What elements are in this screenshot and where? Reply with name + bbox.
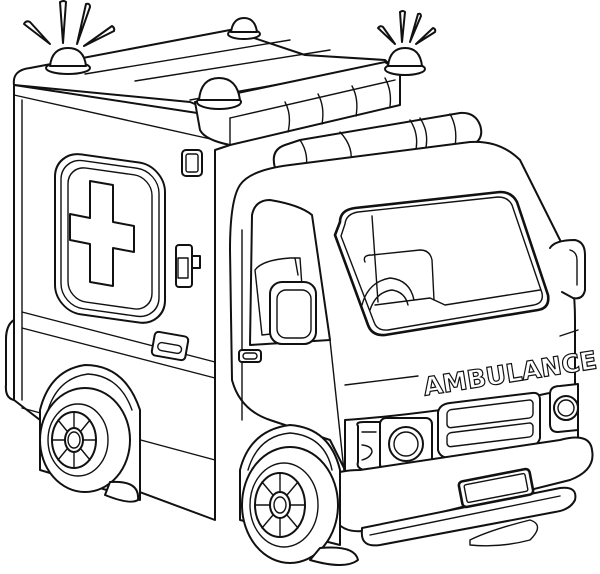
- beacon-front-right: [377, 10, 437, 76]
- beacon-front-left: [196, 77, 242, 110]
- beacon-rear-right: [227, 17, 261, 40]
- windshield: [333, 190, 550, 337]
- side-mirror-left: [269, 281, 317, 345]
- medical-cross-emblem: [54, 153, 166, 324]
- front-axle: [469, 519, 539, 547]
- cross-icon: [69, 180, 135, 287]
- beacon-rear-left: [23, 0, 116, 75]
- front-fascia: [344, 383, 579, 481]
- rear-door-latch: [175, 244, 201, 288]
- side-mirror-right: [549, 239, 586, 300]
- rear-wheel: [39, 364, 141, 503]
- front-bumper: [329, 436, 594, 547]
- license-plate: [457, 467, 535, 509]
- side-door-handle: [150, 330, 190, 362]
- side-marker-lamp: [181, 149, 203, 177]
- front-wheel: [239, 424, 359, 566]
